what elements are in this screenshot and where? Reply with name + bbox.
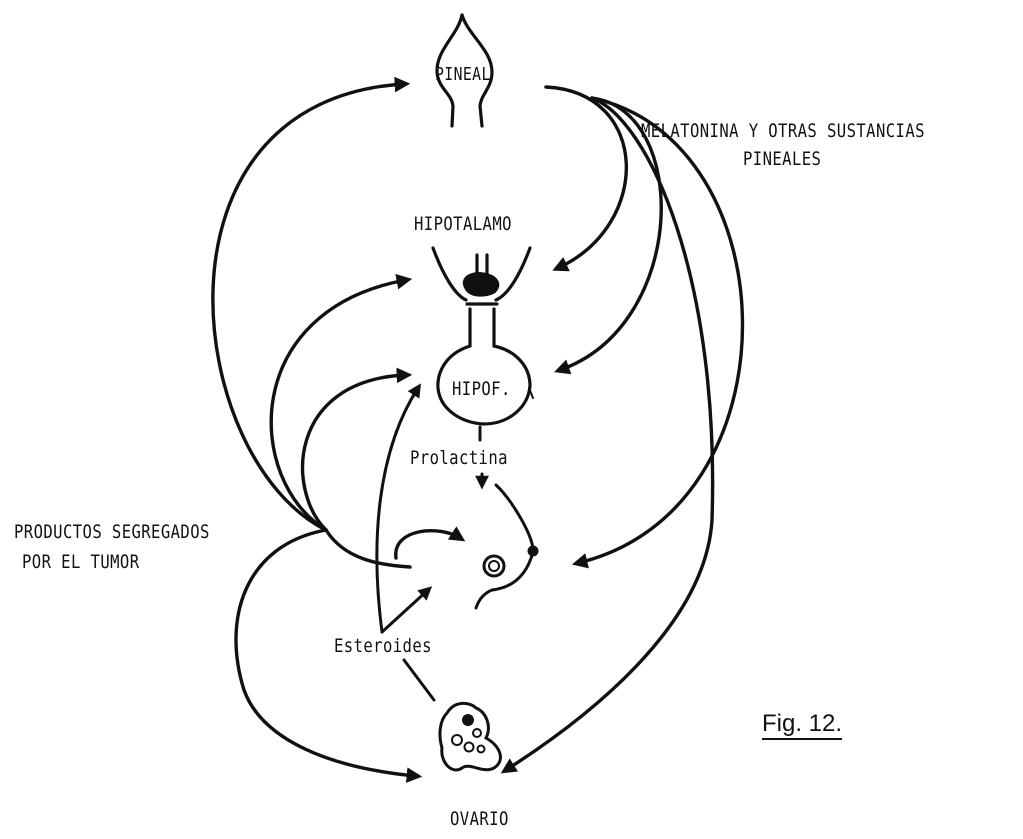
pineal-label: PINEAL (435, 64, 491, 85)
figure-caption: Fig. 12. (762, 710, 842, 738)
figure-caption-text: Fig. 12. (762, 710, 842, 740)
tumor-products-arrows (213, 84, 460, 776)
prolactin-label: Prolactina (410, 447, 508, 469)
tumor-products-label-line1: PRODUCTOS SEGREGADOS (14, 521, 210, 543)
tumor-products-label-line2: POR EL TUMOR (22, 551, 139, 573)
ovary-label: OVARIO (450, 808, 509, 830)
pituitary-label: HIPOF. (452, 378, 511, 400)
ovary-shape (440, 703, 500, 770)
melatonin-arrows (506, 87, 743, 770)
breast-shape (476, 485, 537, 608)
hypothalamus-label: HIPOTALAMO (414, 213, 512, 235)
melatonin-label-line2: PINEALES (743, 148, 821, 170)
melatonin-label-line1: MELATONINA Y OTRAS SUSTANCIAS (641, 120, 925, 142)
steroids-label: Esteroides (334, 635, 432, 657)
